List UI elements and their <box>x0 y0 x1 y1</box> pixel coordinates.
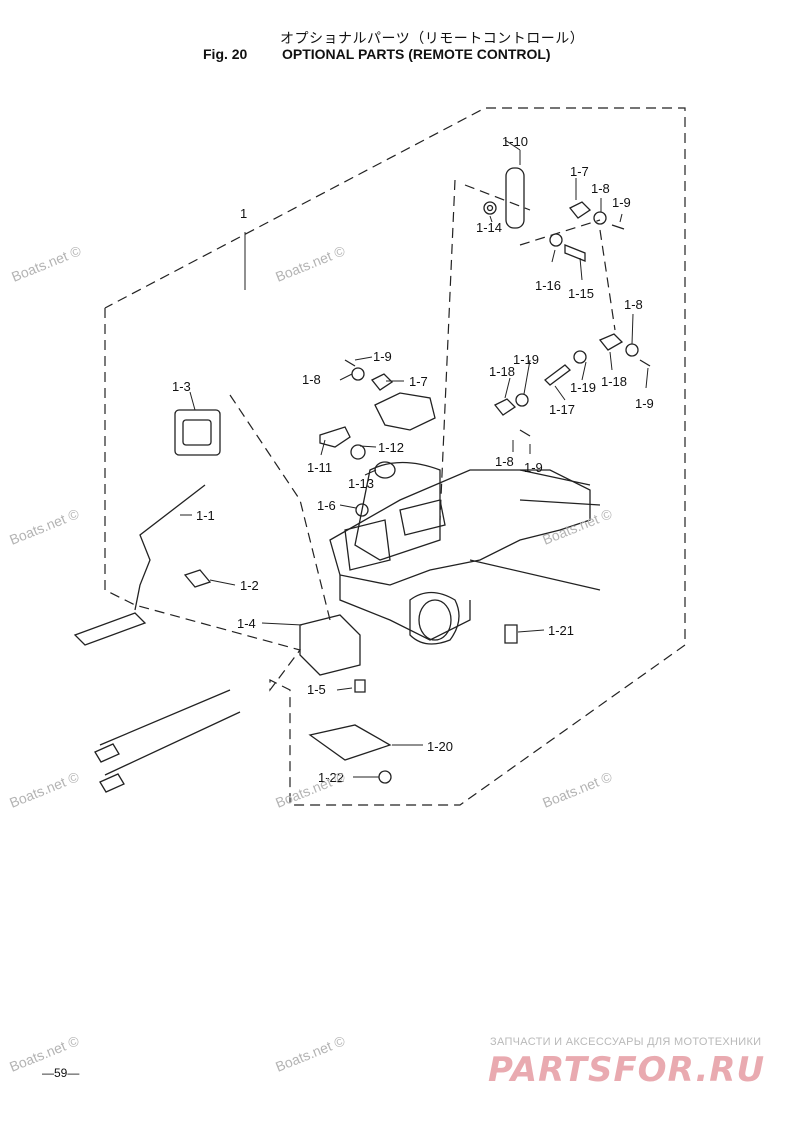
callout-1-5: 1-5 <box>307 682 326 697</box>
watermark-text: Boats.net © <box>7 505 82 548</box>
watermark-text: Boats.net © <box>273 768 348 811</box>
callout-1-4: 1-4 <box>237 616 256 631</box>
callout-1-9-right: 1-9 <box>635 396 654 411</box>
watermark-text: Boats.net © <box>540 768 615 811</box>
callout-labels: 1 1-1 1-2 1-3 1-4 1-5 1-6 1-7 1-7 1-8 1-… <box>172 134 654 785</box>
callout-1-3: 1-3 <box>172 379 191 394</box>
callout-1-22: 1-22 <box>318 770 344 785</box>
middle-linkage-parts <box>319 350 587 479</box>
callout-1-17: 1-17 <box>549 402 575 417</box>
assembly-boundary <box>104 107 686 806</box>
callout-1-10: 1-10 <box>502 134 528 149</box>
callout-1-13: 1-13 <box>348 476 374 491</box>
callout-1-18-left: 1-18 <box>489 364 515 379</box>
callout-1-7-upper: 1-7 <box>570 164 589 179</box>
callout-1-14: 1-14 <box>476 220 502 235</box>
callout-1-7-lower: 1-7 <box>409 374 428 389</box>
watermarks: Boats.net © Boats.net © Boats.net © Boat… <box>7 242 615 1075</box>
callout-1-8-middle: 1-8 <box>302 372 321 387</box>
watermark-text: Boats.net © <box>7 768 82 811</box>
callout-1-2: 1-2 <box>240 578 259 593</box>
callout-1-8-lower: 1-8 <box>495 454 514 469</box>
callout-1-1: 1-1 <box>196 508 215 523</box>
callout-1-9-upper: 1-9 <box>612 195 631 210</box>
page-title: OPTIONAL PARTS (REMOTE CONTROL) <box>282 46 551 62</box>
brand-tagline: ЗАПЧАСТИ И АКСЕССУАРЫ ДЛЯ МОТОТЕХНИКИ <box>490 1036 762 1048</box>
callout-1-12: 1-12 <box>378 440 404 455</box>
callout-1-21: 1-21 <box>548 623 574 638</box>
callout-1-15: 1-15 <box>568 286 594 301</box>
leader-lines <box>180 139 649 778</box>
callout-1-6: 1-6 <box>317 498 336 513</box>
page-title-japanese: オプショナルパーツ（リモートコントロール） <box>280 31 585 47</box>
figure-number: Fig. 20 <box>203 46 248 62</box>
callout-1-16: 1-16 <box>535 278 561 293</box>
callout-1-19-left: 1-19 <box>513 352 539 367</box>
page-number: —59— <box>42 1066 80 1080</box>
callout-1-8-right: 1-8 <box>624 297 643 312</box>
callout-1-20: 1-20 <box>427 739 453 754</box>
watermark-text: Boats.net © <box>273 242 348 285</box>
lower-left-parts <box>73 409 518 793</box>
callout-1-18-right: 1-18 <box>601 374 627 389</box>
callout-1-19-right: 1-19 <box>570 380 596 395</box>
watermark-text: Boats.net © <box>273 1032 348 1075</box>
brand-logo: PARTSFOR.RU <box>488 1050 766 1090</box>
main-bracket-drawing <box>329 461 601 645</box>
watermark-text: Boats.net © <box>540 505 615 548</box>
callout-1-9-lower: 1-9 <box>524 460 543 475</box>
callout-1-11: 1-11 <box>307 460 332 475</box>
watermark-text: Boats.net © <box>9 242 84 285</box>
assembly-label: 1 <box>240 206 247 221</box>
callout-1-8-upper: 1-8 <box>591 181 610 196</box>
callout-1-9-middle: 1-9 <box>373 349 392 364</box>
